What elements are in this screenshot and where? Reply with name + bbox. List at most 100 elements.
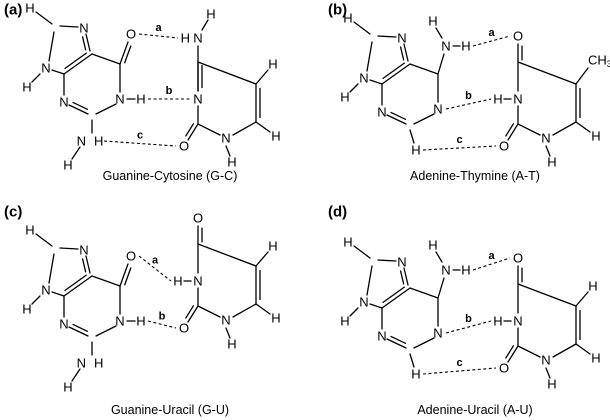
hbond-label-c: c: [456, 134, 462, 146]
hbond-label-a: a: [155, 22, 162, 34]
bond: [64, 52, 87, 69]
hydrogen-bond: [422, 367, 497, 375]
nitrogen-label: N: [193, 31, 202, 46]
atom-label: N: [359, 71, 368, 86]
bond: [517, 123, 541, 136]
bond: [403, 267, 409, 286]
bond: [369, 303, 383, 309]
bond: [91, 275, 121, 287]
atom-label: N: [59, 317, 68, 332]
bond: [119, 41, 129, 65]
hydrogen-label: H: [547, 377, 556, 392]
pair-caption: Adenine-Thymine (A-T): [410, 169, 540, 183]
bond: [409, 63, 439, 75]
pair-caption: Guanine-Uracil (G-U): [111, 403, 229, 417]
nitrogen-label: N: [441, 263, 450, 278]
pair-caption: Adenine-Uracil (A-U): [417, 403, 532, 417]
bond: [409, 129, 415, 144]
bond: [85, 255, 91, 274]
atom-label: N: [221, 131, 230, 146]
hydrogen-label: H: [340, 90, 349, 105]
bond: [197, 61, 257, 85]
atom-label: N: [79, 243, 88, 258]
bond: [197, 123, 221, 136]
bond: [197, 243, 257, 267]
bond: [575, 291, 589, 307]
hydrogen-label: H: [411, 367, 420, 382]
atom-label: N: [541, 131, 550, 146]
bond: [232, 121, 257, 136]
bond: [59, 25, 79, 28]
hydrogen-label: H: [25, 223, 34, 238]
nitrogen-label: N: [77, 356, 86, 371]
bond: [95, 103, 117, 115]
bond: [119, 263, 129, 287]
bond: [517, 345, 541, 358]
bond: [255, 251, 269, 267]
bond: [545, 367, 551, 379]
bond: [399, 270, 405, 285]
bond: [349, 307, 359, 317]
hydrogen-label: H: [94, 134, 103, 149]
oxygen-label: O: [179, 321, 189, 336]
bond: [382, 286, 405, 303]
hydrogen-label: H: [94, 356, 103, 371]
bond: [71, 368, 81, 382]
bond: [507, 123, 519, 141]
bond: [48, 31, 55, 62]
hydrogen-bond: [138, 255, 172, 282]
hbond-label-b: b: [166, 85, 173, 97]
atom-label: N: [115, 314, 124, 329]
atom-label: N: [541, 353, 550, 368]
bond: [353, 245, 371, 259]
hydrogen-label: H: [493, 92, 502, 107]
bond: [381, 63, 411, 85]
bond: [124, 267, 132, 286]
bond: [124, 45, 132, 64]
bond: [72, 101, 89, 110]
hydrogen-label: H: [428, 238, 437, 253]
atom-label: N: [377, 105, 386, 120]
bond: [201, 19, 209, 31]
bond: [381, 287, 411, 309]
hydrogen-label: H: [591, 351, 600, 366]
hydrogen-label: H: [588, 279, 597, 294]
atom-label: N: [79, 21, 88, 36]
hbond-label-c: c: [456, 357, 462, 369]
hydrogen-label: H: [428, 14, 437, 29]
hydrogen-label: H: [22, 80, 31, 95]
hydrogen-bond: [103, 140, 177, 147]
bond: [435, 27, 443, 39]
hydrogen-label: H: [227, 155, 236, 170]
bond: [369, 79, 383, 85]
hydrogen-bond: [445, 98, 492, 110]
hbond-label-c: c: [137, 130, 143, 142]
bond: [437, 53, 445, 75]
bond: [81, 36, 87, 51]
hydrogen-label: H: [340, 314, 349, 329]
bond: [390, 111, 407, 120]
bond: [68, 104, 89, 115]
bond: [81, 258, 87, 273]
atom-label: N: [513, 92, 522, 107]
hydrogen-label: H: [343, 11, 352, 26]
bond: [185, 305, 195, 319]
bond: [31, 295, 41, 305]
hydrogen-bond: [422, 145, 497, 151]
bond: [51, 69, 65, 75]
bond: [505, 123, 515, 137]
bond: [35, 233, 53, 247]
atom-label: N: [193, 92, 202, 107]
hydrogen-label: H: [547, 155, 556, 170]
hydrogen-bond: [472, 35, 511, 47]
bond: [187, 305, 199, 323]
hydrogen-label: H: [181, 31, 190, 46]
panel-label: (a): [4, 2, 22, 19]
bond: [72, 323, 89, 332]
bond: [225, 145, 231, 157]
bond: [187, 123, 199, 141]
bond: [255, 69, 269, 85]
bond: [35, 11, 53, 25]
